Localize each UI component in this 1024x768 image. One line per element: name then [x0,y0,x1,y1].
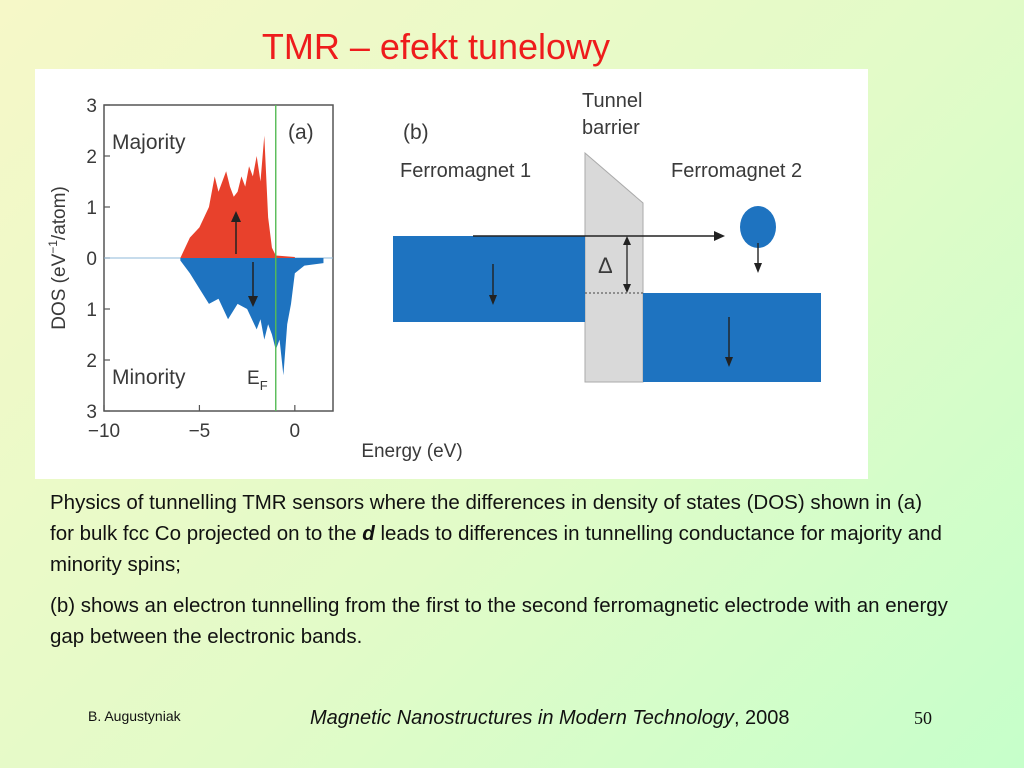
citation-year: , 2008 [733,707,790,729]
panel-a-label: (a) [288,121,314,144]
tunneling-arrow-head [714,231,725,241]
dos-ytick-label: 2 [86,147,97,168]
band-diagram: (b) Tunnel barrier Ferromagnet 1 Ferroma… [393,90,821,383]
caption-paragraph-2: (b) shows an electron tunnelling from th… [50,594,948,648]
dos-xlabel: Energy (eV) [361,441,462,462]
minority-label: Minority [112,366,186,389]
dos-ytick-labels: 3 2 1 0 1 2 3 [86,96,97,423]
fm2-spin-arrow-head [725,357,733,367]
dos-ytick-label: 3 [86,96,97,117]
caption: Physics of tunnelling TMR sensors where … [50,487,950,662]
dos-minority-area [180,258,324,376]
page-number: 50 [914,708,932,728]
citation-title: Magnetic Nanostructures in Modern Techno… [310,707,734,729]
dos-ytick-label: 2 [86,351,97,372]
dos-ytick-label: 3 [86,402,97,423]
caption-p1-start: Physics of tunnelling TMR sensors where … [50,491,923,545]
dos-majority-area [180,135,295,258]
majority-label: Majority [112,131,186,154]
majority-arrow-head [231,211,241,222]
barrier-label-line1: Tunnel [582,90,642,112]
gap-arrow-head-top [623,236,631,245]
dos-xtick-label: −10 [88,421,120,442]
caption-paragraph-1: Physics of tunnelling TMR sensors where … [50,487,950,580]
ferromagnet-1-label: Ferromagnet 1 [400,160,531,182]
fm1-spin-arrow-head [489,295,497,305]
dos-xtick-label: −5 [189,421,211,442]
dos-xtick-marks [103,405,296,411]
minority-arrow-head [248,296,258,307]
author-name: B. Augustyniak [88,708,181,724]
dos-xtick-label: 0 [290,421,301,442]
gap-arrow-head-bottom [623,284,631,293]
barrier-label-line2: barrier [582,117,640,139]
dos-ytick-label: 0 [86,249,97,270]
dos-xtick-labels: −10 −5 0 [88,421,300,442]
electron-spin-arrow-head [754,263,762,273]
energy-gap-symbol: Δ [598,253,613,278]
panel-b-label: (b) [403,121,429,144]
caption-p1-end: leads to differences in tunnelling condu… [50,522,942,576]
ferromagnet-2-label: Ferromagnet 2 [671,160,802,182]
caption-d-emphasis: d [362,522,375,545]
ferromagnet-2-band [643,293,821,382]
electron-icon [740,206,776,248]
ferromagnet-1-band [393,236,585,322]
tunnel-barrier [584,151,644,383]
slide-title: TMR – efekt tunelowy [261,26,611,67]
dos-ylabel: DOS (eV−1/atom) [46,186,70,330]
dos-ytick-label: 1 [86,300,97,321]
fermi-label: EF [247,368,268,393]
dos-ytick-label: 1 [86,198,97,219]
citation: Magnetic Nanostructures in Modern Techno… [310,707,790,730]
